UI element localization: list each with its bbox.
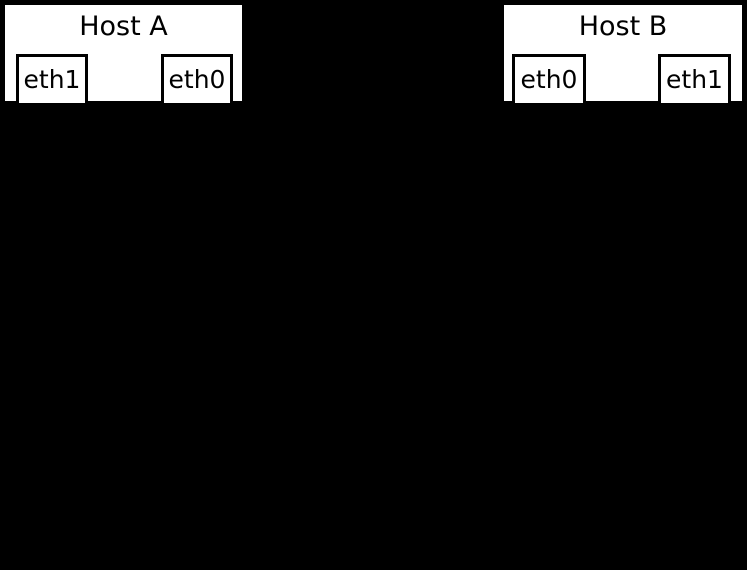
host-b-interface-eth0[interactable]: eth0: [512, 54, 586, 106]
host-b-interface-eth1[interactable]: eth1: [658, 54, 731, 106]
host-a-interface-eth1[interactable]: eth1: [16, 54, 88, 106]
host-a-interface-eth1-label: eth1: [23, 65, 81, 94]
host-b-interface-eth1-label: eth1: [666, 65, 723, 94]
host-a-title: Host A: [79, 11, 168, 42]
host-b-interface-eth0-label: eth0: [520, 65, 578, 94]
host-b-title: Host B: [578, 11, 668, 42]
host-a-interface-eth0[interactable]: eth0: [161, 54, 233, 106]
host-a-interface-eth0-label: eth0: [168, 65, 226, 94]
